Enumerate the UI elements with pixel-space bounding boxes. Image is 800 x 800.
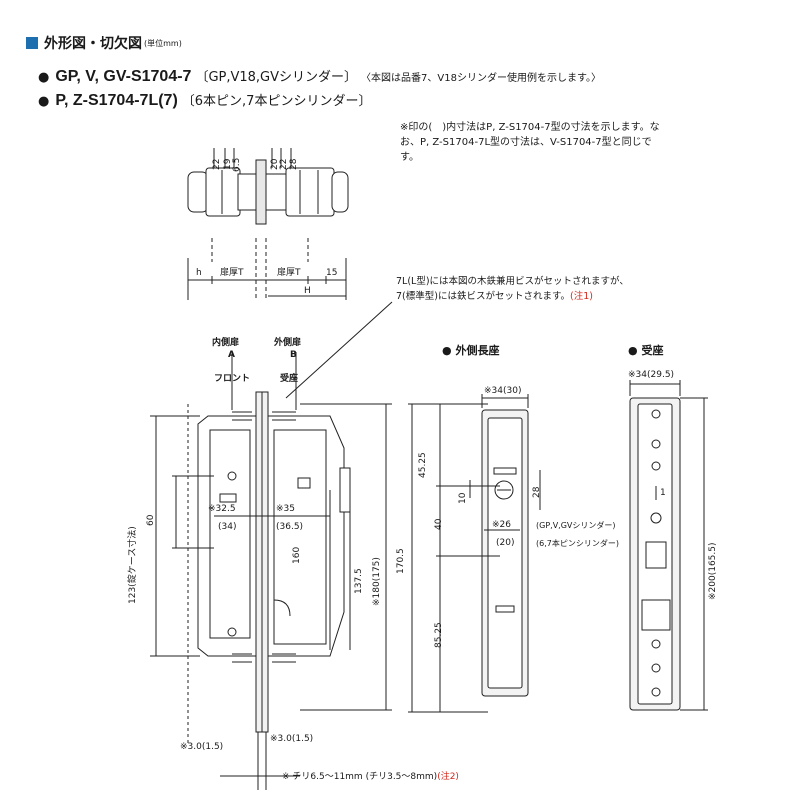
dim-35: ※35 <box>276 504 295 514</box>
long-plate-title: ● 外側長座 <box>442 342 499 358</box>
dim-34-30: ※34(30) <box>484 386 522 396</box>
strike-plate-title-text: 受座 <box>641 344 664 357</box>
screw-note: 7L(L型)には本図の木鉄兼用ビスがセットされますが、 7(標準型)には鉄ビスが… <box>396 274 629 304</box>
dim-36-5: (36.5) <box>276 522 304 532</box>
dim-h: h <box>196 268 202 278</box>
dim-door-thickness-left: 扉厚T <box>220 268 244 278</box>
dim-1: 1 <box>660 488 666 498</box>
model-spec: 〔6本ピン,7本ピンシリンダー〕 <box>181 94 372 109</box>
note-ref-1: (注1) <box>570 291 593 302</box>
dim-123-case: 123(錠ケース寸法) <box>128 526 138 604</box>
model-name: GP, V, GV-S1704-7 <box>55 68 192 85</box>
square-bullet-icon <box>26 37 38 49</box>
dimension-note: ※印の( )内寸法はP, Z-S1704-7型の寸法を示します。なお、P, Z-… <box>400 122 660 163</box>
model-note: 〈本図は品番7、V18シリンダー使用例を示します。〉 <box>361 73 601 84</box>
dim-85-25: 85.25 <box>434 622 444 648</box>
dim-160: 160 <box>292 546 302 564</box>
cylinder-type-2: (6,7本ピンシリンダー) <box>536 539 619 548</box>
section-title: 外形図・切欠図 <box>44 36 142 52</box>
model-spec: 〔GP,V18,GVシリンダー〕 <box>195 70 358 85</box>
strike-plate-title: ● 受座 <box>628 342 663 358</box>
dim-60: 60 <box>146 514 156 526</box>
dim-H: H <box>304 286 311 296</box>
dim-180: ※180(175) <box>372 557 382 606</box>
dim-22: 22 <box>212 158 222 170</box>
dim-34-29-5: ※34(29.5) <box>628 370 675 380</box>
front-label: フロント <box>214 374 251 384</box>
dim-32-5: ※32.5 <box>208 504 236 514</box>
unit-label: (単位mm) <box>144 38 182 48</box>
dim-door-thickness-right: 扉厚T <box>277 268 301 278</box>
top-view-drawing <box>187 148 349 300</box>
dim-3-0-left: ※3.0(1.5) <box>180 742 224 752</box>
chiri-range-p: (チリ3.5～8mm) <box>365 772 438 782</box>
chiri-range: ※ チリ6.5～11mm <box>282 772 363 782</box>
dim-40: 40 <box>434 518 444 530</box>
note-ref-2: (注2) <box>437 772 459 782</box>
dim-15: 15 <box>326 268 338 278</box>
dim-10: 10 <box>458 492 468 504</box>
dim-28b: 28 <box>532 486 542 498</box>
strike-plate-drawing <box>629 380 708 711</box>
chiri-note: ※ チリ6.5～11mm (チリ3.5～8mm)(注2) <box>282 772 459 783</box>
front-view-drawing <box>150 301 393 790</box>
strike-label: 受座 <box>280 374 299 384</box>
dim-45-25: 45.25 <box>418 452 428 478</box>
dim-20b: (20) <box>496 538 515 548</box>
dim-28: 28 <box>289 158 299 170</box>
screw-note-line1: 7L(L型)には本図の木鉄兼用ビスがセットされますが、 <box>396 276 629 287</box>
dim-200: ※200(165.5) <box>708 542 718 600</box>
bullet-icon: ● <box>38 94 50 109</box>
dim-170-5: 170.5 <box>396 548 406 574</box>
cylinder-type-1: (GP,V,GVシリンダー) <box>536 521 616 530</box>
model-line-2: ● P, Z-S1704-7L(7) 〔6本ピン,7本ピンシリンダー〕 <box>38 90 371 110</box>
inner-door-letter: A <box>228 350 235 360</box>
outer-door-letter: B <box>290 350 297 360</box>
bullet-icon: ● <box>442 344 452 357</box>
dim-6-5: 6.5 <box>232 157 242 172</box>
bullet-icon: ● <box>38 70 50 85</box>
model-line-1: ● GP, V, GV-S1704-7 〔GP,V18,GVシリンダー〕 〈本図… <box>38 66 601 86</box>
dim-137-5: 137.5 <box>354 568 364 594</box>
dim-34: (34) <box>218 522 237 532</box>
screw-note-line2: 7(標準型)には鉄ビスがセットされます。 <box>396 291 571 302</box>
bullet-icon: ● <box>628 344 638 357</box>
model-name: P, Z-S1704-7L(7) <box>55 92 178 109</box>
long-plate-title-text: 外側長座 <box>455 344 500 357</box>
outer-door-label: 外側扉 <box>274 338 302 348</box>
dim-26: ※26 <box>492 520 511 530</box>
dim-22b: 22 <box>279 158 289 170</box>
inner-door-label: 内側扉 <box>212 338 240 348</box>
section-header: 外形図・切欠図 (単位mm) <box>26 33 182 53</box>
dim-3-0-right: ※3.0(1.5) <box>270 734 314 744</box>
long-plate-drawing <box>408 394 541 713</box>
